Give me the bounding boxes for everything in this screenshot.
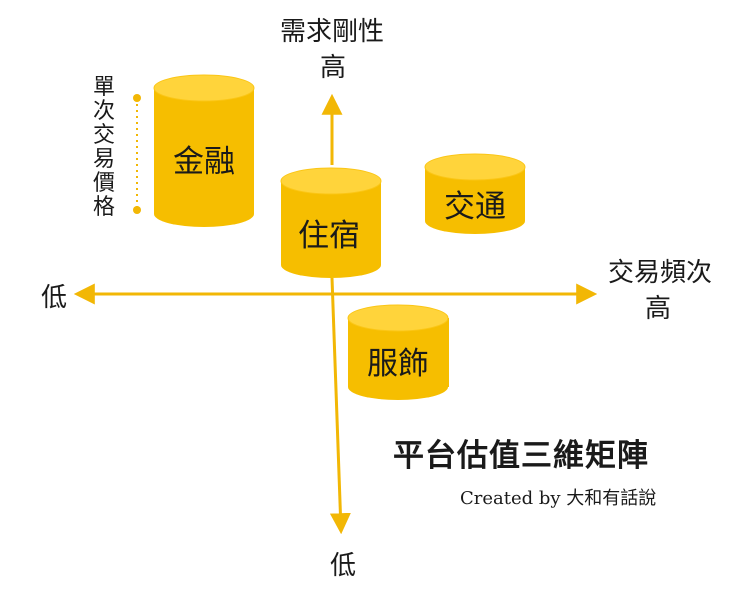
cylinder-label-finance: 金融 [173, 144, 235, 180]
cylinder-finance: 金融 [153, 74, 255, 227]
vertical-axis-high-label: 高 [319, 53, 346, 83]
vertical-axis-down-arrow [329, 277, 351, 535]
vertical-axis-title: 需求剛性 [279, 17, 384, 47]
price-axis-label: 單次交易價格 [92, 75, 115, 220]
horizontal-axis-title: 交易頻次 [607, 258, 712, 288]
cylinder-apparel: 服飾 [347, 304, 449, 400]
diagram-title: 平台估值三維矩陣 [393, 438, 649, 474]
cylinder-label-transport: 交通 [444, 189, 506, 225]
horizontal-axis-low-label: 低 [40, 283, 67, 313]
cylinder-lodging: 住宿 [280, 167, 382, 278]
credit-line: Created by 大和有話說 [460, 488, 657, 509]
cylinder-transport: 交通 [424, 153, 526, 234]
cylinder-label-apparel: 服飾 [367, 346, 429, 382]
price-range-bracket [133, 94, 141, 214]
vertical-axis-low-label: 低 [329, 551, 356, 581]
horizontal-axis-high-label: 高 [644, 294, 671, 324]
cylinder-label-lodging: 住宿 [298, 218, 360, 254]
